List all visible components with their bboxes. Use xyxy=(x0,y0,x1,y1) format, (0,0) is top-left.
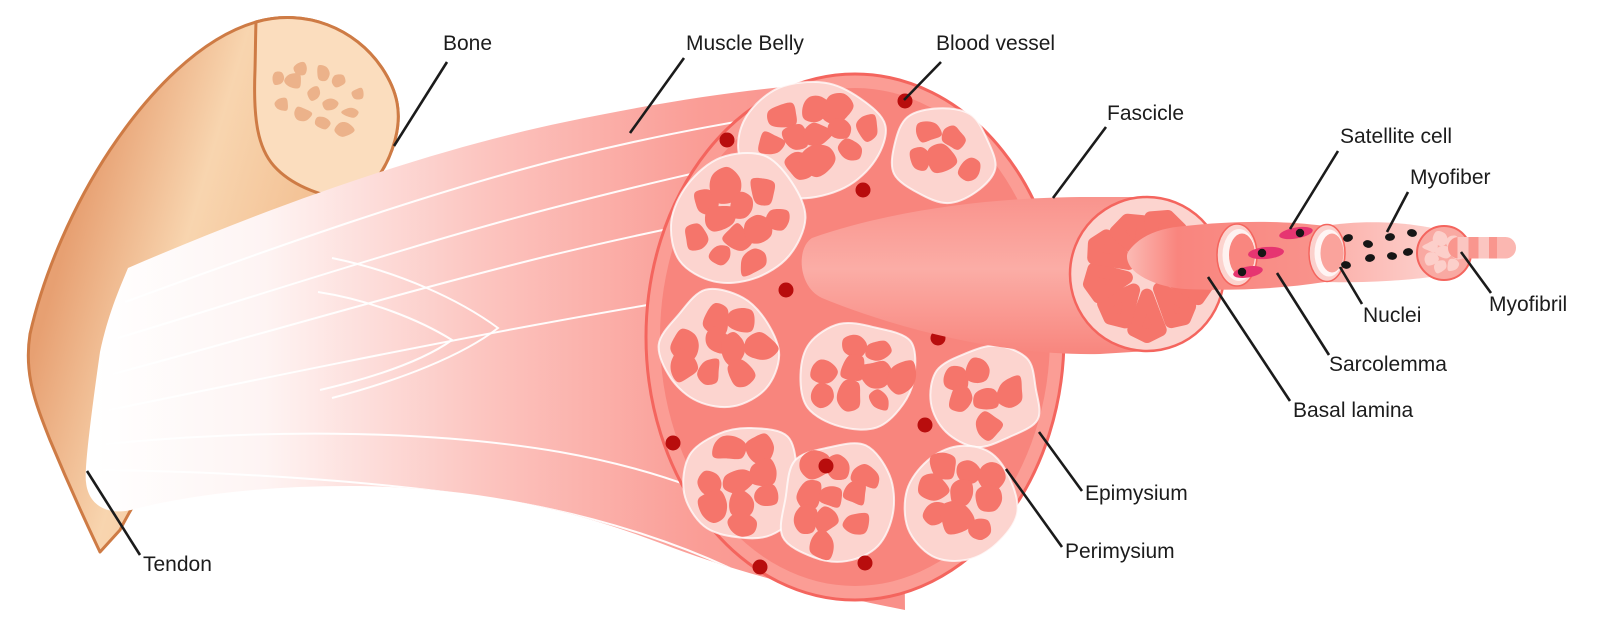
fascicle-bundle xyxy=(682,426,802,540)
blood-vessel-dot xyxy=(778,282,794,298)
leader-fascicle xyxy=(1051,126,1108,199)
nucleus-dot xyxy=(1365,254,1375,262)
satellite-cell-nucleus xyxy=(1237,267,1247,277)
blood-vessel-dot xyxy=(857,555,873,571)
blood-vessel-dot xyxy=(818,458,834,474)
satellite-cells xyxy=(1233,226,1313,279)
myofiber-tube-inner xyxy=(1325,222,1445,283)
satellite-cell-nucleus xyxy=(1295,228,1305,238)
label-bone: Bone xyxy=(443,32,493,55)
fascicle-bundle xyxy=(903,444,1019,562)
label-satellite-cell: Satellite cell xyxy=(1340,125,1453,148)
leader-myofiber xyxy=(1385,191,1410,233)
fascicle-bundles xyxy=(657,80,1041,563)
label-muscle-belly: Muscle Belly xyxy=(686,32,804,55)
leader-tendon xyxy=(85,470,142,556)
leader-blood-vessel xyxy=(903,61,942,101)
blood-vessel-dot xyxy=(897,93,913,109)
label-basal-lamina: Basal lamina xyxy=(1293,399,1414,422)
leader-satellite-cell xyxy=(1288,150,1340,230)
blood-vessel-dot xyxy=(665,435,681,451)
fascicle-bundle xyxy=(799,321,917,431)
nucleus-dot xyxy=(1341,261,1351,269)
label-sarcolemma: Sarcolemma xyxy=(1329,353,1447,376)
leader-sarcolemma xyxy=(1275,272,1331,356)
nuclei-dots xyxy=(1341,229,1417,269)
fascicle-bundle xyxy=(929,344,1041,449)
myofibril-strand xyxy=(1448,237,1516,259)
label-tendon: Tendon xyxy=(143,553,212,576)
blood-vessel-dot xyxy=(719,132,735,148)
leader-nuclei xyxy=(1338,266,1364,305)
bone-spongy-spots xyxy=(272,61,364,137)
nucleus-dot xyxy=(1407,229,1417,237)
nucleus-dot xyxy=(1403,248,1413,256)
leader-myofibril xyxy=(1459,251,1493,294)
fascicle-bundle xyxy=(657,287,781,409)
sarcolemma-sheath xyxy=(1308,223,1346,283)
fascicle-bundle xyxy=(779,442,896,563)
label-myofibril: Myofibril xyxy=(1489,293,1568,316)
blood-vessel-dot xyxy=(855,182,871,198)
label-perimysium: Perimysium xyxy=(1065,540,1175,563)
blood-vessels xyxy=(665,93,946,575)
leader-epimysium xyxy=(1037,431,1084,492)
satellite-cell-nucleus xyxy=(1257,248,1267,258)
nucleus-dot xyxy=(1343,234,1353,242)
nucleus-dot xyxy=(1363,240,1373,248)
fascicle-bundle xyxy=(669,151,807,284)
label-myofiber: Myofiber xyxy=(1410,166,1491,189)
sarcolemma-core xyxy=(1320,233,1344,273)
fascicle-bundle xyxy=(890,107,997,205)
leader-bone xyxy=(392,61,449,147)
basal-lamina-core xyxy=(1229,233,1255,277)
leader-perimysium xyxy=(1004,468,1064,548)
leader-muscle-belly xyxy=(628,57,686,134)
blood-vessel-dot xyxy=(752,559,768,575)
label-blood-vessel: Blood vessel xyxy=(936,32,1056,55)
nucleus-dot xyxy=(1385,233,1395,241)
leader-lines xyxy=(85,57,1493,556)
label-nuclei: Nuclei xyxy=(1363,304,1422,327)
label-epimysium: Epimysium xyxy=(1085,482,1188,505)
nucleus-dot xyxy=(1387,252,1397,260)
label-fascicle: Fascicle xyxy=(1107,102,1185,125)
leader-basal-lamina xyxy=(1206,276,1292,402)
myofiber-cylinder xyxy=(1126,221,1445,290)
blood-vessel-dot xyxy=(917,417,933,433)
myofibril-bundle xyxy=(1416,225,1516,281)
